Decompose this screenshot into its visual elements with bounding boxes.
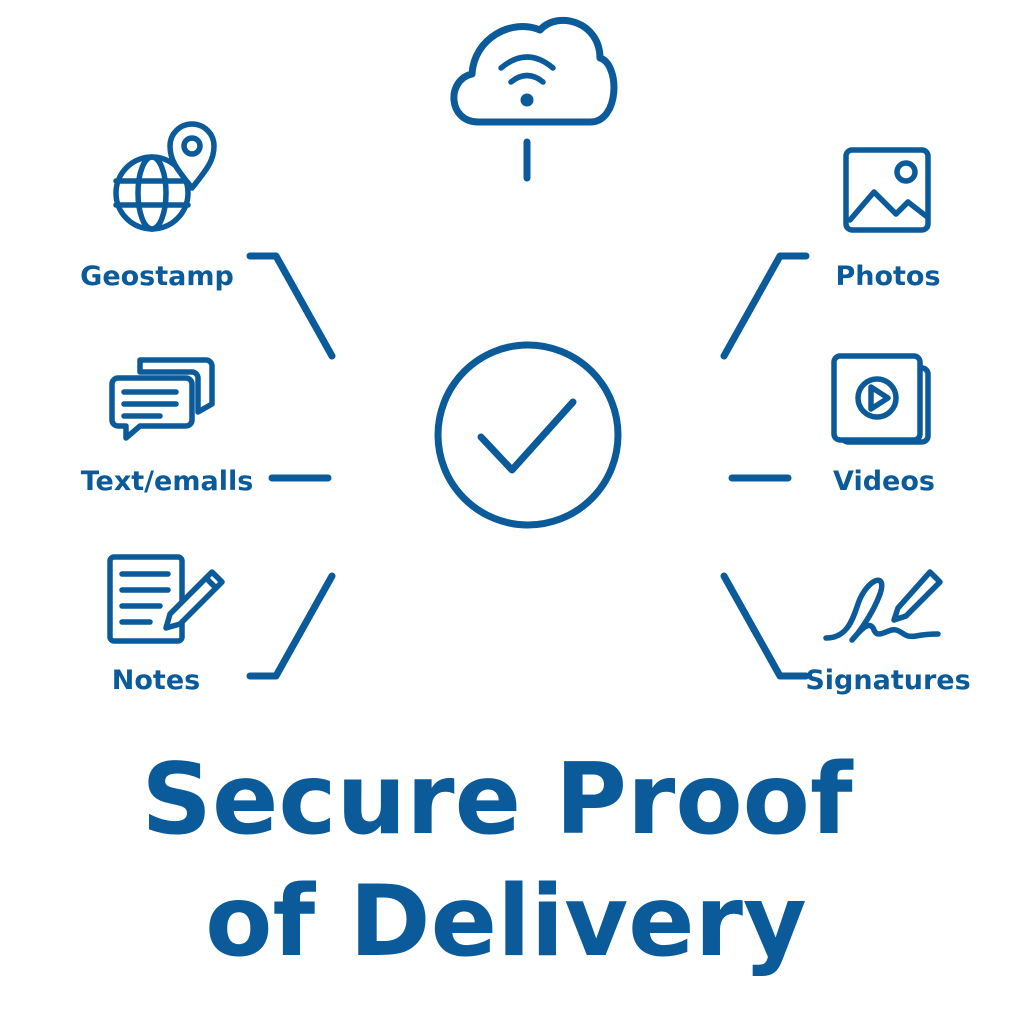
label-videos: Videos (833, 466, 935, 497)
connector-photos (720, 252, 810, 360)
label-notes: Notes (112, 665, 200, 696)
notepad-pencil-icon (107, 554, 225, 644)
label-photos: Photos (835, 261, 940, 292)
label-text-emails: Text/emalls (81, 466, 254, 497)
video-play-icon (831, 353, 931, 445)
page-title-line1: Secure Proof (141, 743, 854, 857)
globe-pin-icon (113, 121, 217, 232)
label-signatures: Signatures (805, 665, 970, 696)
connector-signatures (720, 572, 810, 680)
cloud-wifi-icon (450, 16, 618, 126)
connector-geostamp (246, 252, 336, 360)
signature-pen-icon (823, 569, 943, 643)
label-geostamp: Geostamp (80, 261, 234, 292)
page-title-line2: of Delivery (205, 865, 807, 979)
connector-notes (246, 572, 336, 680)
image-icon (843, 147, 931, 233)
checkmark-circle-icon (434, 341, 622, 529)
chat-bubbles-icon (109, 357, 215, 441)
connectors (246, 252, 810, 680)
